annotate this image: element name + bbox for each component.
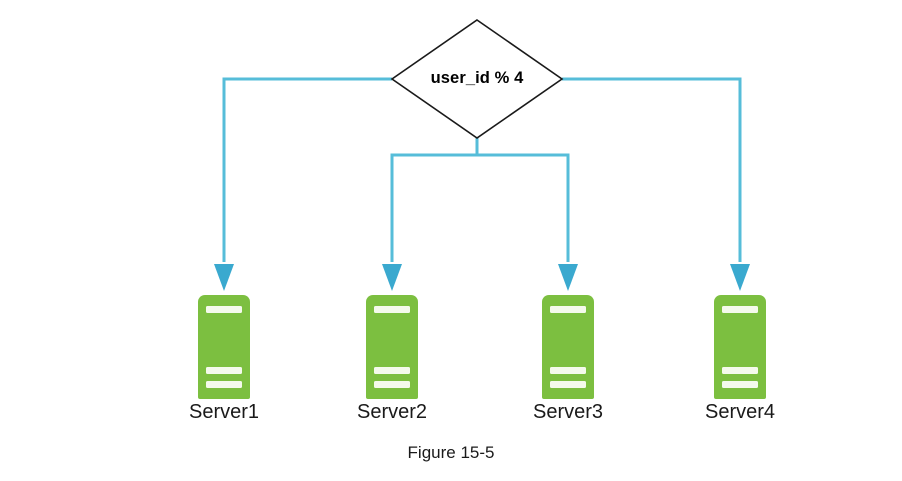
connector-server2 — [390, 153, 477, 262]
server-label-3: Server3 — [532, 401, 604, 423]
server-node-1[interactable]: Server1 — [189, 295, 259, 423]
connector-server3 — [477, 153, 570, 262]
server-slot-bar — [206, 367, 242, 374]
decision-diamond-shape — [390, 19, 564, 139]
connector-server4 — [562, 77, 742, 262]
decision-node-label: user_id % 4 — [430, 69, 524, 87]
server-slot-bar — [374, 381, 410, 388]
server-slot-bar — [550, 367, 586, 374]
server-slot-bar — [722, 381, 758, 388]
server-node-3[interactable]: Server3 — [533, 295, 603, 423]
server-node-2[interactable]: Server2 — [357, 295, 427, 423]
server-slot-bar — [550, 306, 586, 313]
server-icon — [542, 295, 594, 399]
arrowhead-server3-icon — [558, 264, 578, 291]
arrowhead-server1-icon — [214, 264, 234, 291]
server-slot-bar — [206, 306, 242, 313]
server-slot-bar — [722, 367, 758, 374]
arrowhead-server4-icon — [730, 264, 750, 291]
server-label-4: Server4 — [704, 401, 776, 423]
server-slot-bar — [374, 306, 410, 313]
server-label-1: Server1 — [188, 401, 260, 423]
server-slot-bar — [550, 381, 586, 388]
arrowhead-server2-icon — [382, 264, 402, 291]
server-icon — [714, 295, 766, 399]
server-slot-bar — [374, 367, 410, 374]
server-slot-bar — [206, 381, 242, 388]
figure-caption: Figure 15-5 — [407, 443, 495, 462]
server-icon — [366, 295, 418, 399]
server-node-4[interactable]: Server4 — [705, 295, 775, 423]
server-icon — [198, 295, 250, 399]
connector-server1 — [222, 77, 392, 262]
server-label-2: Server2 — [356, 401, 428, 423]
server-slot-bar — [722, 306, 758, 313]
